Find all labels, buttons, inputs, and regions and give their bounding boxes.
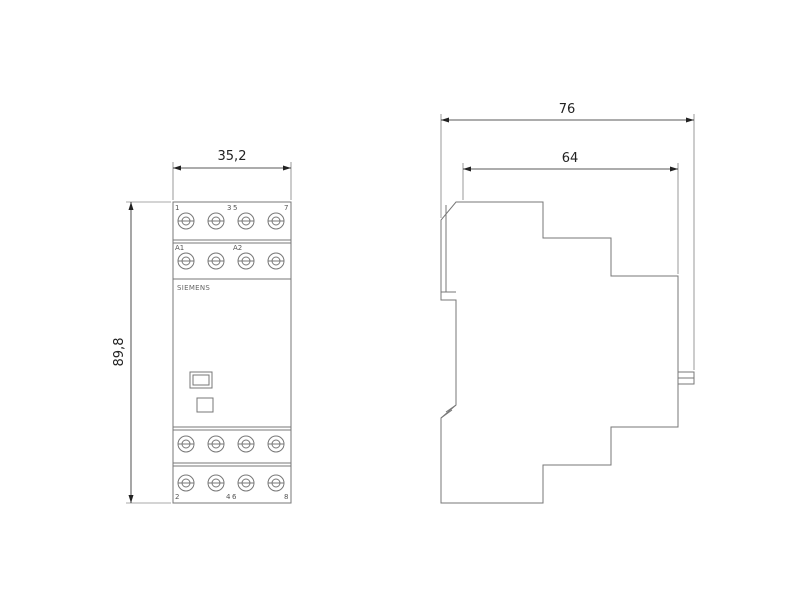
terminal-label-7: 7 xyxy=(284,204,288,212)
dimension-side-total-depth: 76 xyxy=(559,102,576,117)
terminal-label-5: 5 xyxy=(233,204,237,212)
terminal-label-2: 2 xyxy=(175,493,179,501)
total-depth-dimension: 76 xyxy=(440,102,695,370)
side-view: 76 64 xyxy=(440,102,695,504)
dimension-side-body-depth: 64 xyxy=(562,151,579,166)
terminal-screw xyxy=(177,474,195,492)
front-view: 1 3 5 7 A1 A2 SIEMENS xyxy=(112,149,292,504)
indicator-window xyxy=(189,371,213,389)
height-dimension: 89,8 xyxy=(112,201,171,504)
clip-line-bottom-2 xyxy=(440,409,453,419)
terminal-screw xyxy=(177,435,195,453)
coil-terminal-row: A1 A2 xyxy=(175,244,285,270)
terminal-screw xyxy=(237,252,255,270)
terminal-screw xyxy=(177,212,195,230)
bottom-terminal-row-1 xyxy=(177,435,285,453)
terminal-screw xyxy=(267,212,285,230)
terminal-screw xyxy=(267,474,285,492)
terminal-screw xyxy=(207,212,225,230)
terminal-screw xyxy=(207,474,225,492)
bottom-terminal-row-2: 2 4 6 8 xyxy=(175,474,288,501)
terminal-screw xyxy=(177,252,195,270)
terminal-screw xyxy=(237,474,255,492)
terminal-label-a2: A2 xyxy=(233,244,242,252)
dimension-front-height: 89,8 xyxy=(112,338,127,367)
front-body-outline xyxy=(172,201,292,504)
body-depth-dimension: 64 xyxy=(462,151,679,274)
top-terminal-row: 1 3 5 7 xyxy=(175,204,288,230)
terminal-screw xyxy=(207,252,225,270)
terminal-screw xyxy=(237,212,255,230)
dimension-front-width: 35,2 xyxy=(218,149,247,164)
terminal-label-a1: A1 xyxy=(175,244,184,252)
terminal-label-6: 6 xyxy=(232,493,237,501)
terminal-screw xyxy=(267,252,285,270)
brand-logo-text: SIEMENS xyxy=(177,284,210,292)
side-body-profile xyxy=(440,201,679,504)
terminal-label-8: 8 xyxy=(284,493,288,501)
terminal-label-1: 1 xyxy=(175,204,179,212)
width-dimension: 35,2 xyxy=(172,149,292,200)
terminal-screw xyxy=(207,435,225,453)
clip-line-bottom xyxy=(445,404,457,413)
label-window xyxy=(196,397,214,413)
terminal-screw xyxy=(267,435,285,453)
terminal-label-3: 3 xyxy=(227,204,231,212)
terminal-screw xyxy=(237,435,255,453)
indicator-window-inner xyxy=(192,374,210,386)
terminal-label-4: 4 xyxy=(226,493,231,501)
